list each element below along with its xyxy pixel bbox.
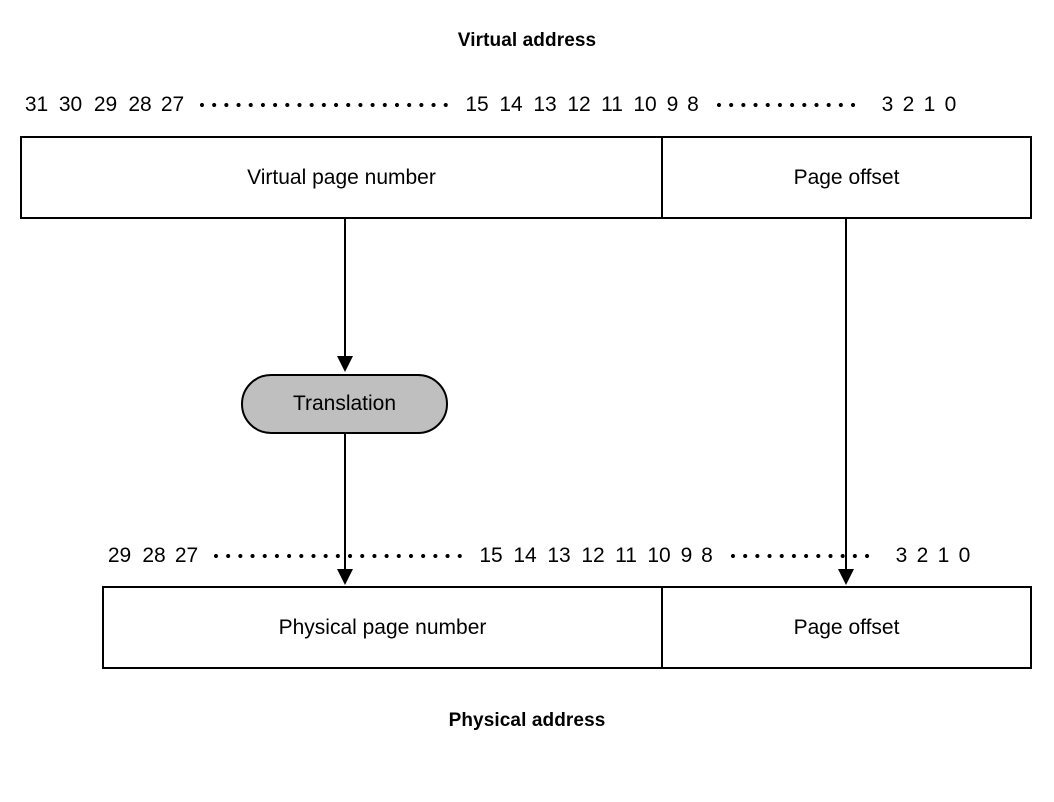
physical-address-bit-labels: 29 28 27 15 14 13 12 11 10 9 8 3 2 1 0 [102,543,1034,569]
physical-page-number-label: Physical page number [278,615,487,639]
bit-label-9: 9 [680,544,693,567]
bit-label-14: 14 [499,93,523,116]
virtual-address-title: Virtual address [457,30,597,51]
bit-label-30: 30 [58,93,83,116]
bit-label-10: 10 [633,93,657,116]
bit-label-14: 14 [513,544,537,567]
bit-label-3: 3 [881,93,894,116]
page-offset-passthrough-arrowhead [838,569,854,585]
bit-label-1: 1 [923,93,936,116]
virtual-page-number-field: Virtual page number [22,138,663,217]
page-offset-passthrough-arrow-line [845,219,847,570]
physical-page-offset-label: Page offset [793,615,900,639]
virtual-bits-ellipsis-low [717,92,863,118]
vpn-to-translation-arrowhead [337,356,353,372]
vpn-to-translation-arrow-line [344,219,346,358]
virtual-address-box: Virtual page number Page offset [20,136,1032,219]
bit-label-2: 2 [902,93,915,116]
translation-box[interactable]: Translation [241,374,448,434]
virtual-bits-low-group: 3 2 1 0 [877,93,961,117]
virtual-page-offset-label: Page offset [793,165,900,189]
bit-label-0: 0 [958,544,971,567]
bit-label-2: 2 [916,544,929,567]
bit-label-3: 3 [895,544,908,567]
bit-label-8: 8 [687,93,699,116]
virtual-page-number-label: Virtual page number [247,165,436,189]
bit-label-27: 27 [174,544,199,567]
bit-label-31: 31 [24,93,49,116]
bit-label-28: 28 [128,93,152,116]
physical-bits-ellipsis-low [731,543,877,569]
physical-bits-high-group: 29 28 27 [102,544,202,568]
bit-label-11: 11 [601,93,623,116]
bit-label-11: 11 [615,544,637,567]
translation-label: Translation [292,392,397,415]
virtual-bits-high-group: 31 30 29 28 27 [20,93,188,117]
bit-label-0: 0 [944,93,957,116]
bit-label-10: 10 [647,544,671,567]
physical-page-number-field: Physical page number [104,588,663,667]
bit-label-15: 15 [465,93,489,116]
bit-label-13: 13 [547,544,571,567]
physical-bits-low-group: 3 2 1 0 [891,544,975,568]
physical-address-box: Physical page number Page offset [102,586,1032,669]
bit-label-15: 15 [479,544,503,567]
bit-label-1: 1 [937,544,950,567]
translation-to-ppn-arrowhead [337,569,353,585]
bit-label-27: 27 [160,93,185,116]
bit-label-29: 29 [107,544,132,567]
translation-to-ppn-arrow-line [344,434,346,570]
physical-address-title: Physical address [448,710,606,731]
bit-label-28: 28 [142,544,166,567]
physical-page-offset-field: Page offset [663,588,1030,667]
bit-label-12: 12 [581,544,605,567]
bit-label-8: 8 [701,544,713,567]
bit-label-9: 9 [666,93,679,116]
virtual-page-offset-field: Page offset [663,138,1030,217]
bit-label-29: 29 [93,93,118,116]
bit-label-13: 13 [533,93,557,116]
physical-bits-mid-group: 15 14 13 12 11 10 9 8 [474,544,717,568]
virtual-bits-ellipsis-high [200,92,448,118]
virtual-address-bit-labels: 31 30 29 28 27 15 14 13 12 11 10 9 8 3 2… [20,92,1034,118]
physical-bits-ellipsis-high [214,543,462,569]
virtual-bits-mid-group: 15 14 13 12 11 10 9 8 [460,93,703,117]
bit-label-12: 12 [567,93,591,116]
